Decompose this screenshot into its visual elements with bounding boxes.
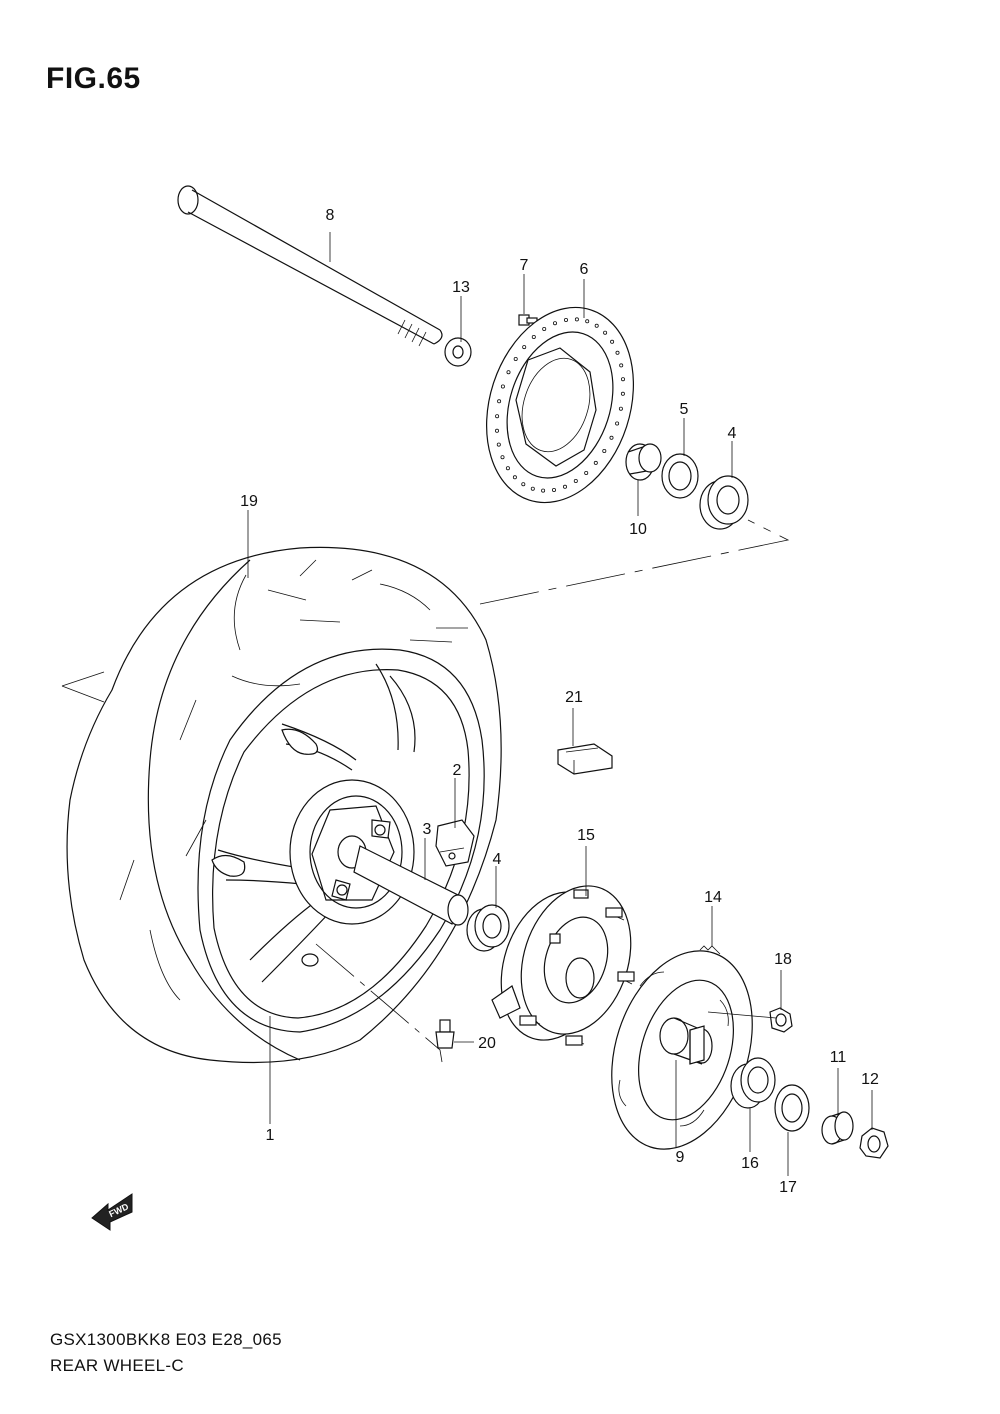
- disc-vent-hole: [584, 470, 589, 475]
- disc-vent-hole: [564, 317, 569, 322]
- disc-vent-hole: [563, 484, 568, 489]
- disc-vent-hole: [574, 317, 579, 322]
- section-name: REAR WHEEL-C: [50, 1356, 184, 1375]
- disc-vent-hole: [541, 488, 546, 493]
- disc-vent-hole: [500, 384, 505, 389]
- disc-vent-hole: [497, 399, 502, 404]
- disc-vent-hole: [615, 421, 620, 426]
- callout-15: 15: [577, 827, 595, 844]
- disc-vent-hole: [603, 330, 608, 335]
- disc-vent-hole: [505, 466, 510, 471]
- callout-3: 3: [423, 821, 432, 838]
- disc-vent-hole: [593, 460, 598, 465]
- disc-vent-hole: [530, 486, 535, 491]
- disc-vent-hole: [494, 428, 499, 433]
- callout-18: 18: [774, 951, 792, 968]
- callout-16: 16: [741, 1155, 759, 1172]
- disc-vent-hole: [553, 321, 558, 326]
- callout-5: 5: [680, 401, 689, 418]
- callout-4-lower: 4: [493, 851, 502, 868]
- disc-vent-hole: [542, 326, 547, 331]
- disc-vent-hole: [610, 339, 615, 344]
- callout-2: 2: [453, 762, 462, 779]
- callout-14: 14: [704, 889, 722, 906]
- disc-vent-hole: [620, 391, 625, 396]
- disc-vent-hole: [621, 377, 626, 382]
- disc-vent-hole: [619, 363, 624, 368]
- callout-20: 20: [478, 1035, 496, 1052]
- disc-vent-hole: [618, 406, 623, 411]
- part-20-valve: [435, 1019, 455, 1049]
- disc-vent-hole: [496, 442, 501, 447]
- callout-9: 9: [676, 1149, 685, 1166]
- part-19-tire: [66, 546, 502, 1064]
- part-16-bearing: [730, 1057, 776, 1109]
- part-15-sprocket-drum: [491, 885, 635, 1046]
- part-18-nut: [769, 1007, 793, 1033]
- callout-21: 21: [565, 689, 583, 706]
- disc-vent-hole: [602, 448, 607, 453]
- callout-4-upper: 4: [728, 425, 737, 442]
- part-5-oil-seal: [661, 453, 699, 499]
- part-17-oil-seal: [774, 1084, 810, 1132]
- callout-6: 6: [580, 261, 589, 278]
- part-9-spacer: [659, 1017, 713, 1065]
- part-4-bearing-upper: [699, 475, 749, 530]
- callout-17: 17: [779, 1179, 797, 1196]
- part-6-brake-disc: [486, 306, 634, 504]
- disc-vent-hole: [585, 319, 590, 324]
- disc-vent-hole: [531, 334, 536, 339]
- part-4-bearing-lower: [466, 904, 510, 952]
- part-2-damper: [435, 819, 475, 867]
- callout-1: 1: [266, 1127, 275, 1144]
- model-code: GSX1300BKK8 E03 E28_065: [50, 1330, 282, 1349]
- callout-11: 11: [830, 1049, 847, 1066]
- callout-19: 19: [240, 493, 258, 510]
- disc-vent-hole: [506, 370, 511, 375]
- part-10-collar: [625, 443, 662, 481]
- fwd-arrow-icon: FWD: [91, 1193, 133, 1231]
- disc-vent-hole: [512, 475, 517, 480]
- callout-8: 8: [326, 207, 335, 224]
- callout-12: 12: [861, 1071, 879, 1088]
- callout-10: 10: [629, 521, 647, 538]
- disc-vent-hole: [500, 455, 505, 460]
- callout-13: 13: [452, 279, 470, 296]
- disc-vent-hole: [615, 350, 620, 355]
- callout-7: 7: [520, 257, 529, 274]
- disc-vent-hole: [495, 414, 500, 419]
- leader-lines: [61, 232, 873, 1176]
- disc-vent-hole: [552, 487, 557, 492]
- part-8-axle: [177, 185, 443, 347]
- disc-vent-hole: [522, 345, 527, 350]
- disc-vent-hole: [609, 435, 614, 440]
- part-13-washer: [444, 337, 472, 367]
- figure-title: FIG.65: [46, 62, 141, 95]
- disc-vent-hole: [594, 323, 599, 328]
- callout-labels: 1 2 3 4 4 5 6 7 8 9 10 11 12 13 14 15 16…: [240, 207, 879, 1196]
- disc-vent-hole: [573, 478, 578, 483]
- disc-vent-hole: [513, 356, 518, 361]
- part-11-spacer: [821, 1111, 854, 1145]
- part-21-balancer: [557, 743, 613, 775]
- part-12-nut: [859, 1127, 889, 1159]
- part-3-spacer: [353, 845, 469, 926]
- disc-vent-hole: [521, 482, 526, 487]
